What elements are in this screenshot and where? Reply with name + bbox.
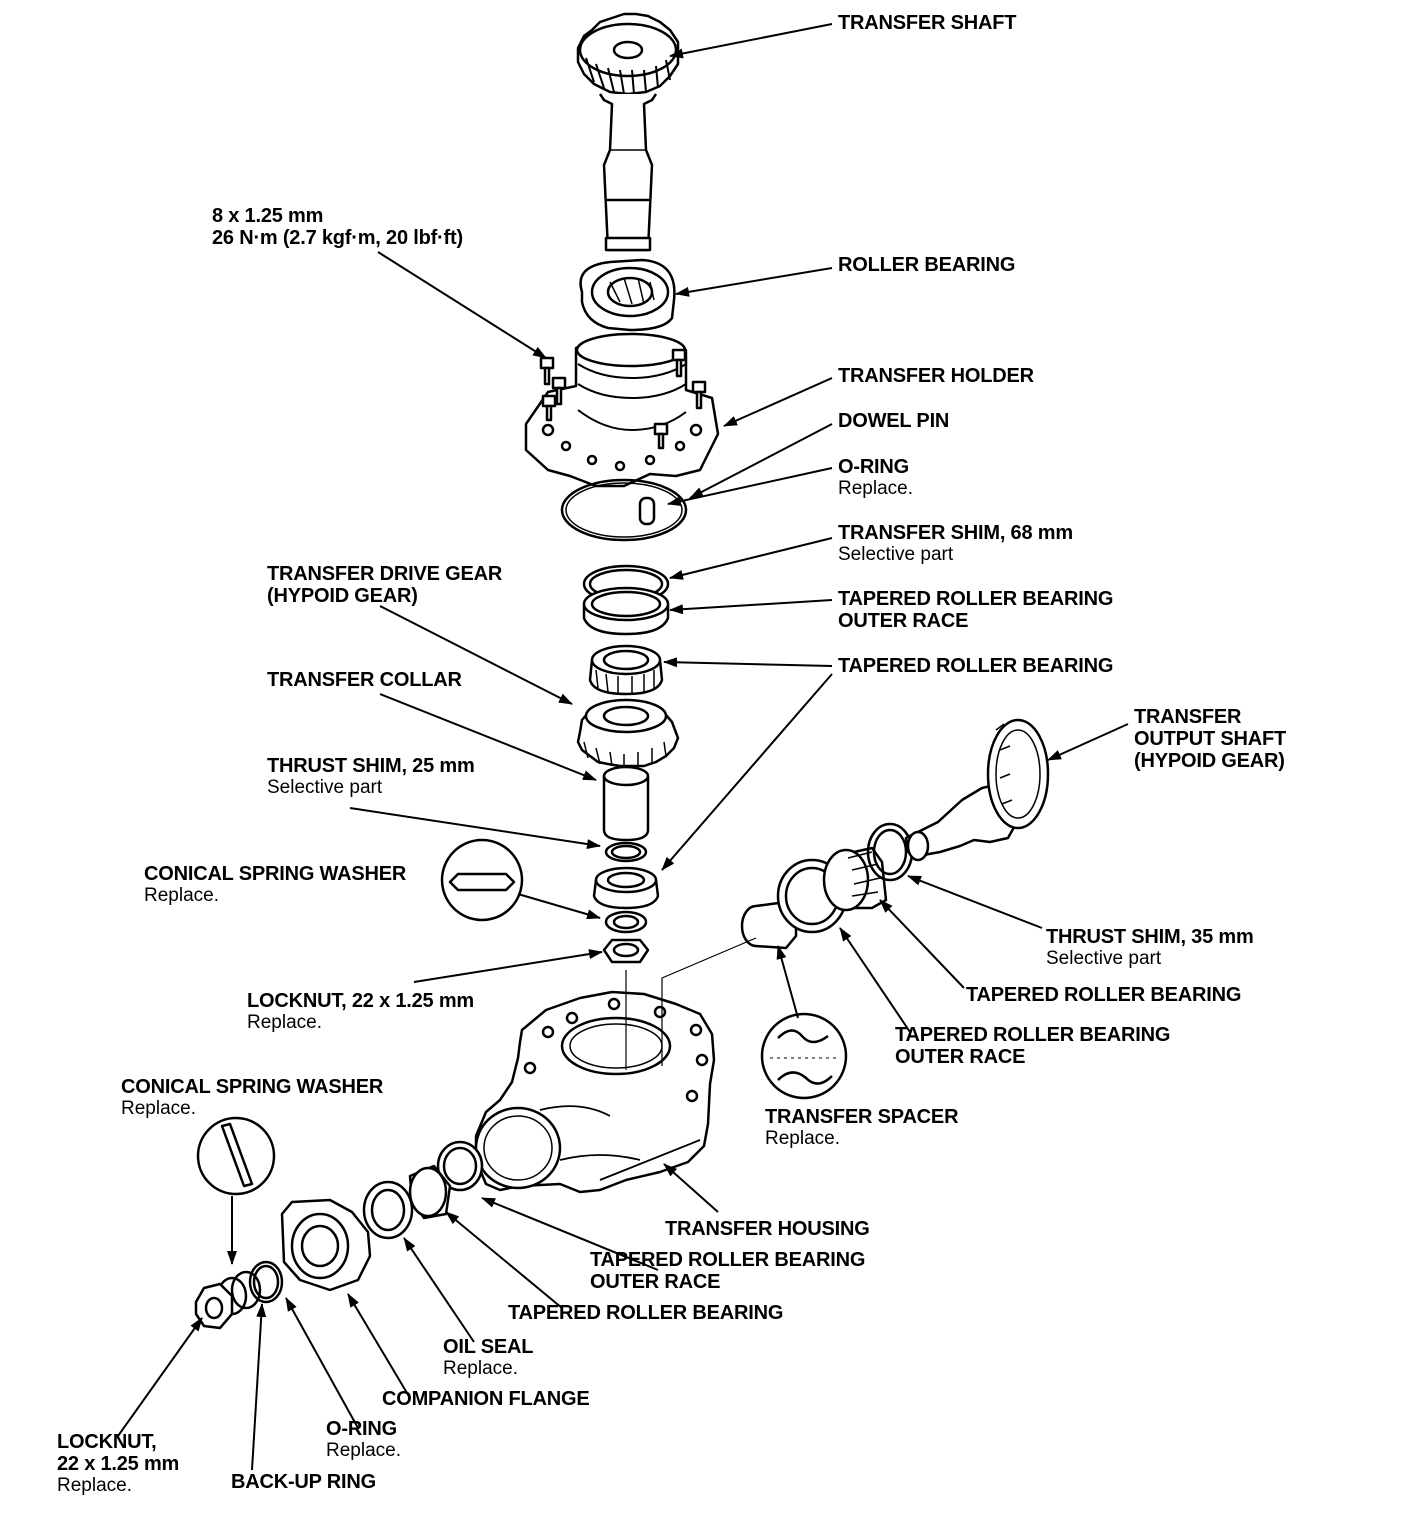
label-thrust-shim-35: THRUST SHIM, 35 mm Selective part [1046, 926, 1254, 969]
washer-detail-bottom [196, 1116, 276, 1196]
transfer-collar-part [602, 765, 650, 842]
leader-lines [117, 23, 1129, 1471]
label-tapered-bearing-bottom: TAPERED ROLLER BEARING [508, 1302, 784, 1324]
label-backup-ring: BACK-UP RING [231, 1471, 377, 1493]
label-tapered-race-bottom: TAPERED ROLLER BEARING OUTER RACE [590, 1249, 866, 1293]
alignment-lines [625, 937, 757, 1070]
label-conical-washer-top: CONICAL SPRING WASHER Replace. [144, 863, 407, 906]
label-drive-gear: TRANSFER DRIVE GEAR (HYPOID GEAR) [267, 563, 503, 607]
transfer-holder-part [524, 332, 720, 488]
label-o-ring-top: O-RING Replace. [838, 456, 913, 499]
transfer-shaft-part [576, 12, 680, 252]
locknut-upper-part [602, 938, 650, 964]
tapered-bearing-lower-part [592, 866, 660, 910]
label-transfer-holder: TRANSFER HOLDER [838, 365, 1034, 387]
tapered-bearing-top-part [588, 644, 664, 696]
holder-bolts [539, 348, 707, 450]
washer-detail-top [440, 838, 524, 922]
label-dowel-pin: DOWEL PIN [838, 410, 950, 432]
label-thrust-shim-25: THRUST SHIM, 25 mm Selective part [267, 755, 475, 798]
label-conical-washer-bottom: CONICAL SPRING WASHER Replace. [121, 1076, 384, 1119]
label-tapered-race-top: TAPERED ROLLER BEARING OUTER RACE [838, 588, 1114, 632]
lower-left-stack-parts [194, 1140, 484, 1330]
o-ring-and-dowel [560, 478, 688, 542]
label-tapered-bearing-top: TAPERED ROLLER BEARING [838, 655, 1114, 677]
label-tapered-bearing-right: TAPERED ROLLER BEARING [966, 984, 1242, 1006]
label-transfer-shaft: TRANSFER SHAFT [838, 12, 1017, 34]
conical-washer-upper-part [604, 910, 648, 934]
roller-bearing-part [579, 258, 676, 332]
label-companion-flange: COMPANION FLANGE [382, 1388, 590, 1410]
label-transfer-collar: TRANSFER COLLAR [267, 669, 462, 691]
transfer-housing-part [474, 990, 716, 1194]
thrust-shim-25-part [604, 841, 648, 863]
label-oil-seal: OIL SEAL Replace. [443, 1336, 534, 1379]
label-output-shaft: TRANSFER OUTPUT SHAFT (HYPOID GEAR) [1134, 706, 1287, 772]
label-roller-bearing: ROLLER BEARING [838, 254, 1016, 276]
label-locknut-bottom: LOCKNUT, 22 x 1.25 mm Replace. [57, 1431, 180, 1496]
right-stack-parts [740, 718, 1050, 950]
label-transfer-shim: TRANSFER SHIM, 68 mm Selective part [838, 522, 1073, 565]
spacer-detail [760, 1012, 848, 1100]
label-transfer-spacer: TRANSFER SPACER Replace. [765, 1106, 959, 1149]
label-tapered-race-right: TAPERED ROLLER BEARING OUTER RACE [895, 1024, 1171, 1068]
label-locknut-top: LOCKNUT, 22 x 1.25 mm Replace. [247, 990, 474, 1033]
transfer-drive-gear-part [576, 698, 680, 768]
label-o-ring-bottom: O-RING Replace. [326, 1418, 401, 1461]
tapered-race-top-part [582, 586, 670, 636]
label-bolt-spec: 8 x 1.25 mm 26 N·m (2.7 kgf·m, 20 lbf·ft… [212, 205, 463, 249]
label-transfer-housing: TRANSFER HOUSING [665, 1218, 870, 1240]
